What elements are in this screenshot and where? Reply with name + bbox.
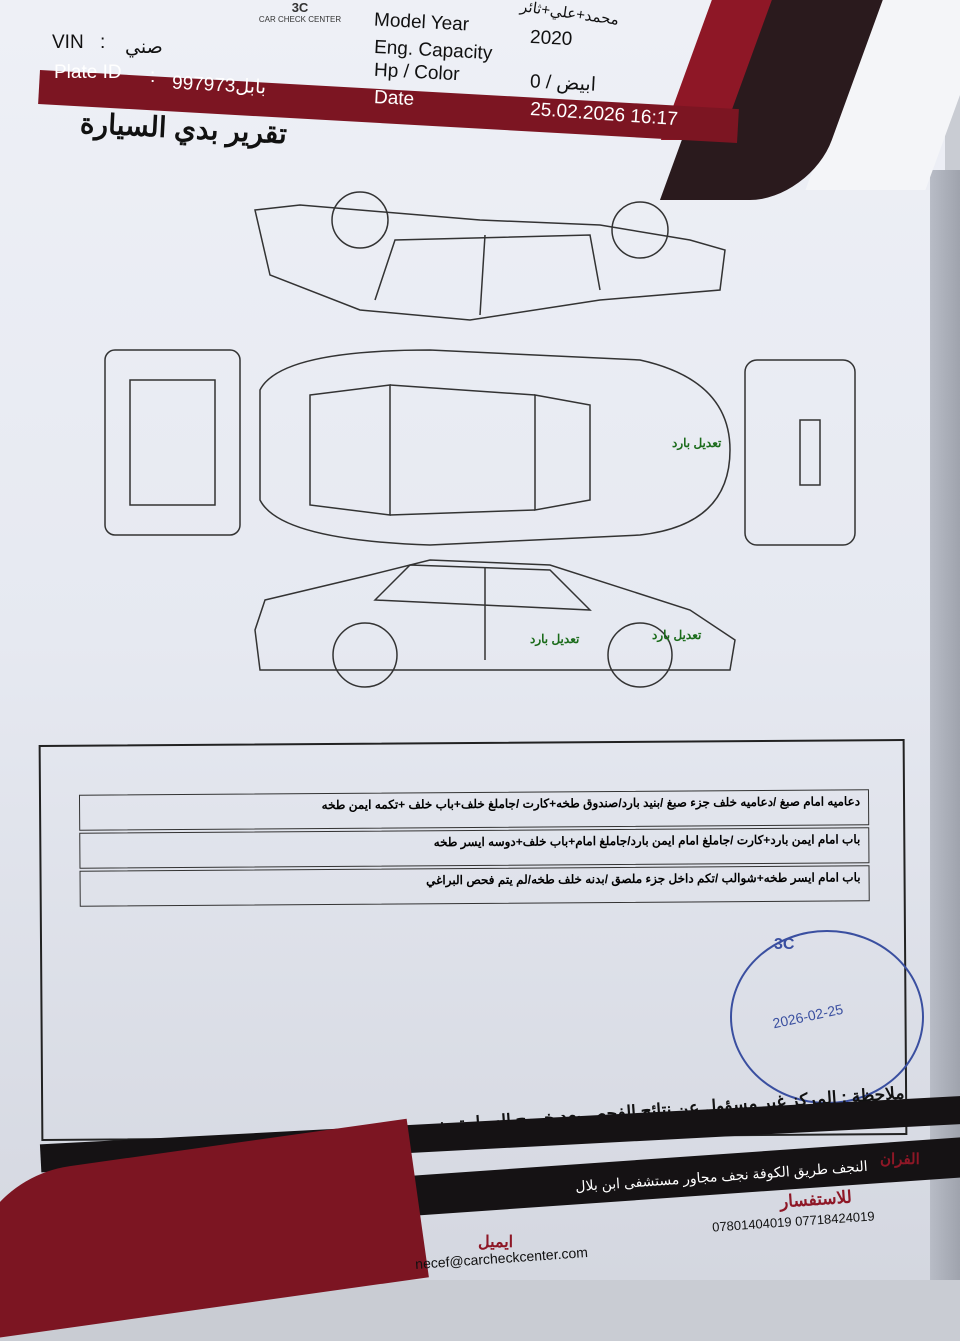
email-label: ايميل bbox=[478, 1234, 514, 1251]
plate-label: Plate ID bbox=[54, 62, 122, 83]
vin-label: VIN bbox=[52, 32, 84, 53]
diagram-note-side-right: تعديل بارد bbox=[652, 628, 702, 642]
stamp-mark: 3C bbox=[774, 936, 795, 953]
car-side-view-bottom bbox=[254, 559, 736, 688]
logo: 3C CAR CHECK CENTER bbox=[240, 0, 360, 34]
car-rear-view bbox=[104, 349, 241, 536]
car-top-view bbox=[259, 349, 731, 546]
vin-value: صني bbox=[125, 37, 163, 58]
hp-color-label: Hp / Color bbox=[373, 59, 461, 86]
binder-edge bbox=[930, 170, 960, 1280]
diagram-note-side-left: تعديل بارد bbox=[530, 632, 580, 646]
logo-subtitle: CAR CHECK CENTER bbox=[258, 15, 342, 24]
plate-value: 997973بابل bbox=[171, 72, 267, 99]
stamp-date: 2026-02-25 bbox=[771, 1000, 845, 1032]
finding-row: باب امام ايسر طخه+شوالب /تكم داخل جزء مل… bbox=[79, 865, 870, 907]
car-body-diagram bbox=[104, 191, 856, 688]
diagram-note-top: تعديل بارد bbox=[672, 436, 722, 450]
car-side-view-top bbox=[254, 191, 726, 321]
branch-label: الفران bbox=[880, 1151, 920, 1168]
hp-color-value: ابيض / 0 bbox=[529, 71, 597, 96]
date-label: Date bbox=[373, 86, 415, 111]
center-stamp: 3C 2026-02-25 bbox=[730, 930, 924, 1104]
model-year-value: 2020 bbox=[529, 26, 573, 51]
finding-row: دعاميه امام صبغ /دعاميه خلف جزء صبغ /بني… bbox=[78, 789, 870, 831]
finding-row: باب امام ايمن بارد+كارت /جاملغ امام ايمن… bbox=[79, 827, 870, 869]
logo-mark: 3C bbox=[291, 0, 309, 15]
car-front-view bbox=[744, 359, 856, 546]
